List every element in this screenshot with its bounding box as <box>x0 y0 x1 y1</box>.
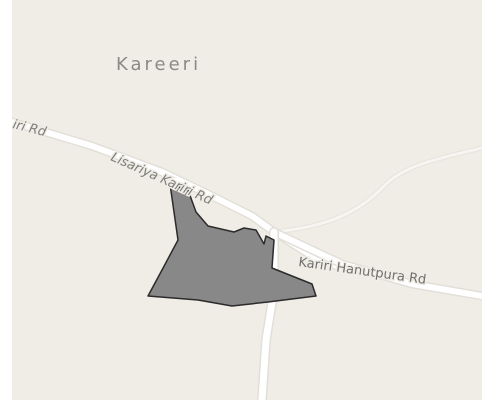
map-view[interactable]: Kareeri iri Rd Lisariya Kariri Rd Kariri… <box>12 0 482 400</box>
south-road[interactable] <box>258 228 278 400</box>
lisariya-kariri-road[interactable] <box>12 119 340 269</box>
minor-road <box>272 146 482 234</box>
land-background <box>12 0 482 400</box>
highlighted-parcel[interactable] <box>147 183 317 307</box>
kariri-hanutpura-road[interactable] <box>271 229 482 299</box>
place-label-kareeri: Kareeri <box>116 54 201 75</box>
map-canvas[interactable]: Kareeri iri Rd Lisariya Kariri Rd Kariri… <box>12 0 482 400</box>
